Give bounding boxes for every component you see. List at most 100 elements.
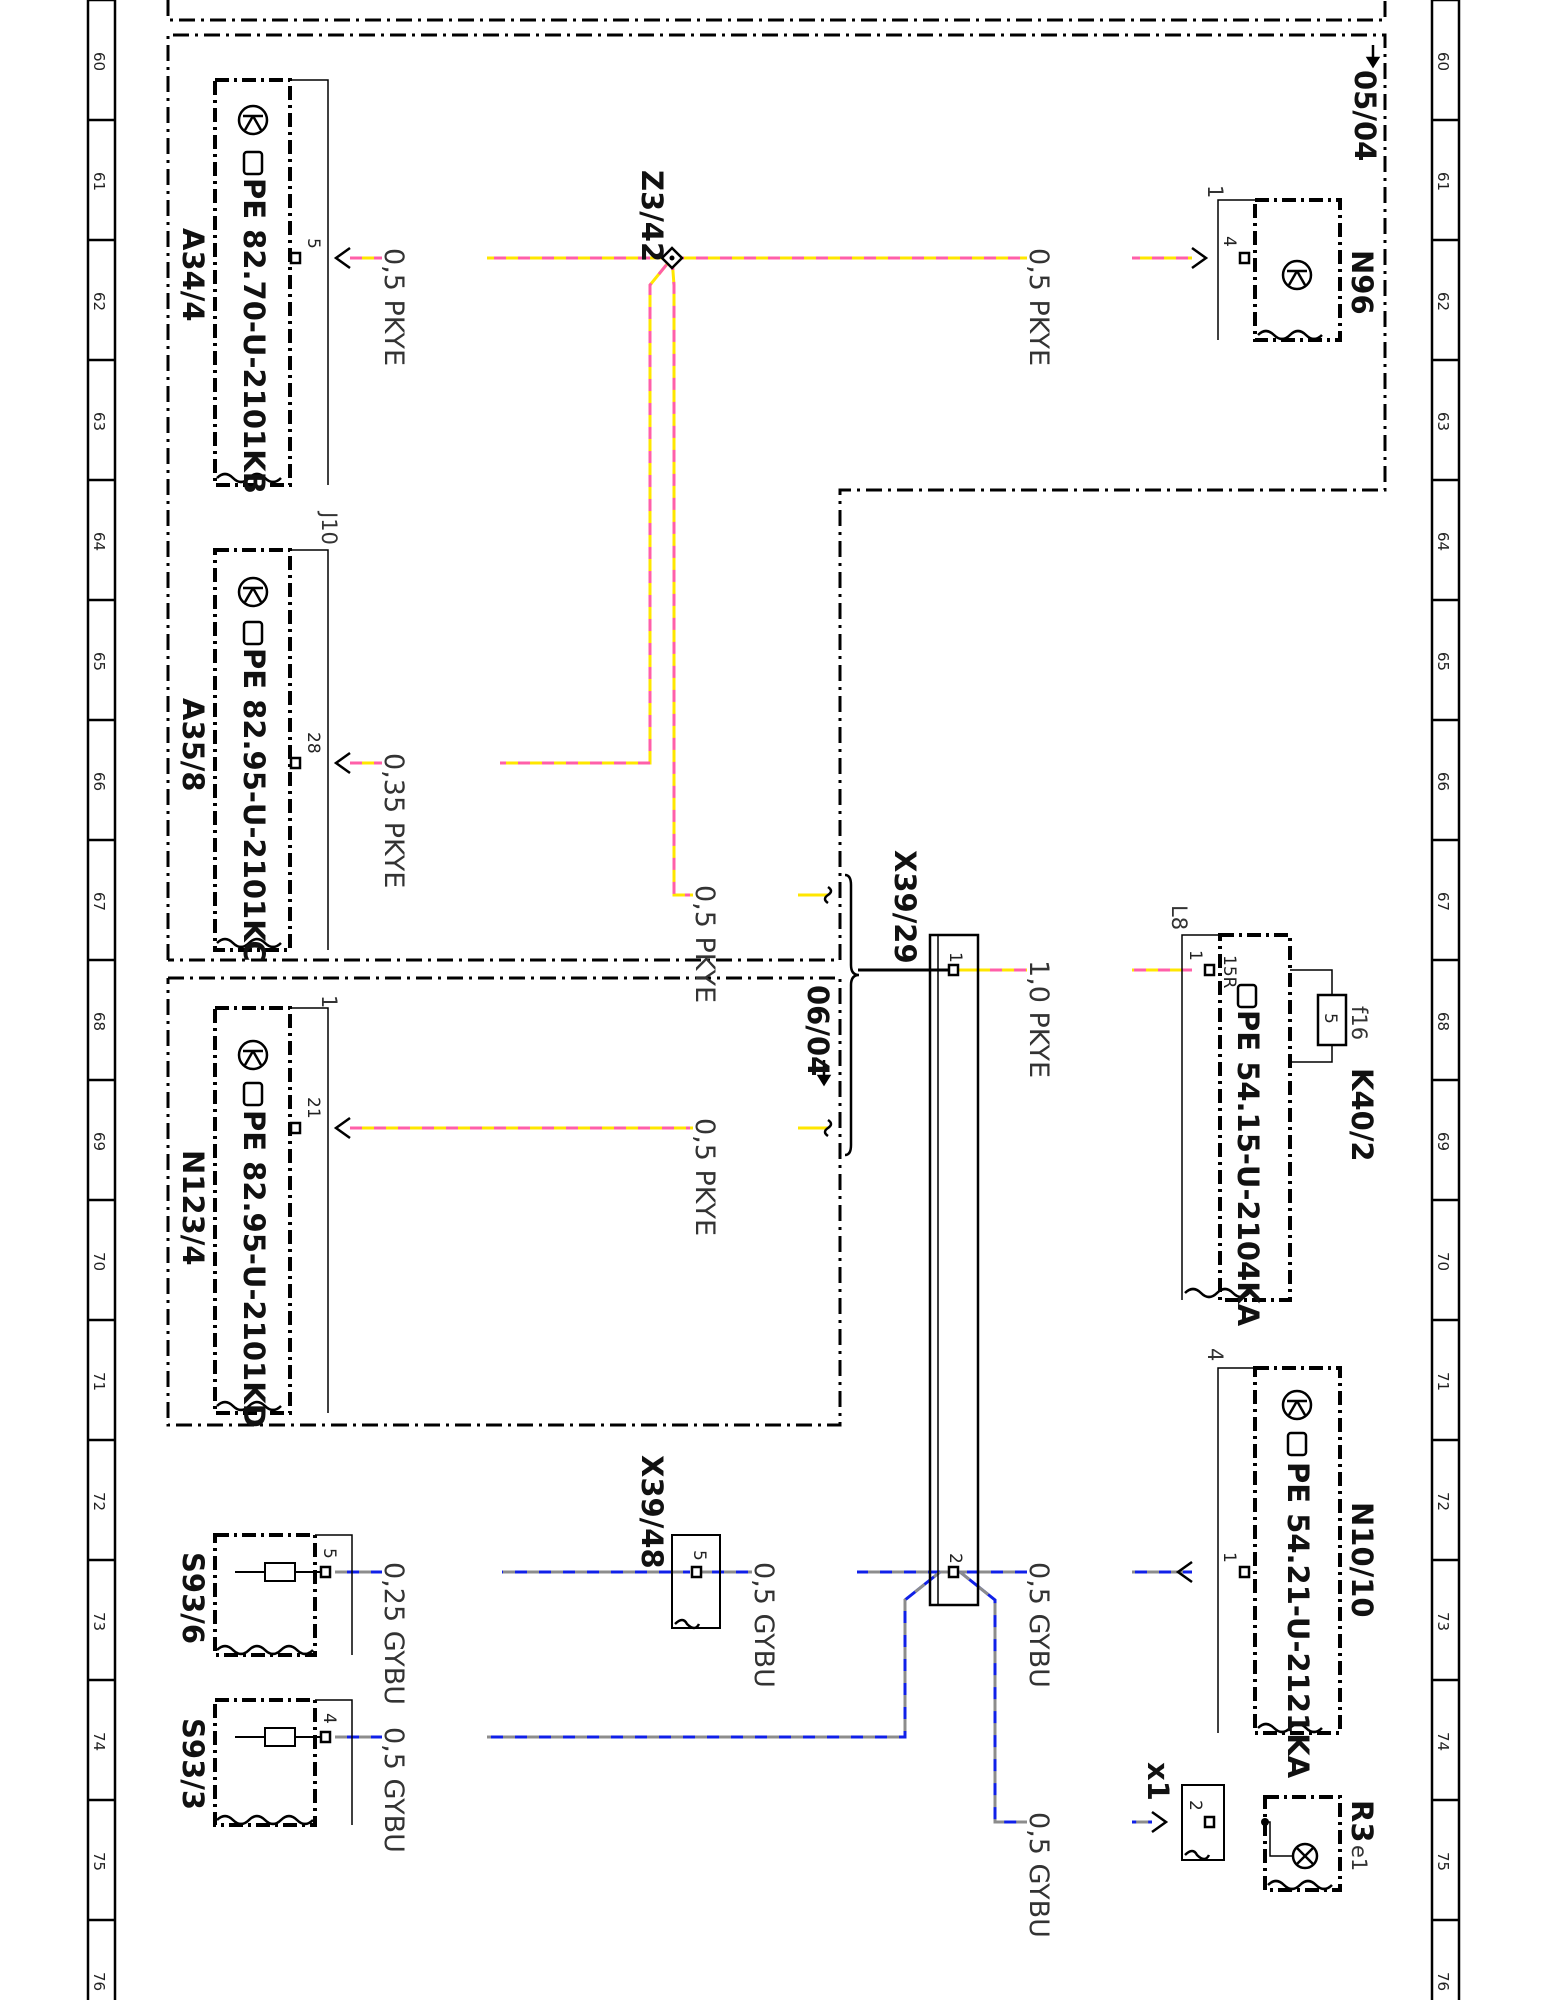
rail-number: 75: [90, 1852, 108, 1871]
rail-number: 75: [1434, 1852, 1452, 1871]
pin-number: 1: [945, 952, 965, 963]
rail-number: 60: [90, 52, 108, 71]
wire-label: 0,5 GYBU: [748, 1562, 779, 1688]
rail-number: 62: [90, 292, 108, 311]
rail-number: 64: [90, 532, 108, 551]
pe-ref-n123-4: PE 82.95-U-2101KD: [237, 1110, 271, 1428]
rail-number: 63: [90, 412, 108, 431]
pin-number: 2: [945, 1553, 965, 1564]
rail-number: 61: [90, 172, 108, 191]
left-rail: [86, 0, 117, 2000]
rail-number: 65: [90, 652, 108, 671]
rail-number: 72: [1434, 1492, 1452, 1511]
pin-number: 1: [1219, 1552, 1239, 1563]
rail-ticks: [88, 0, 1459, 1922]
rail-number: 76: [90, 1972, 108, 1991]
ref-label: 4: [1203, 1348, 1227, 1361]
component-labels: A34/4 PE 82.70-U-2101KB 5 A35/8 PE 82.95…: [176, 70, 1382, 1871]
ref-label: 1: [1203, 185, 1227, 198]
rail-number: 60: [1434, 52, 1452, 71]
pin-terminals: [289, 251, 1251, 1829]
component-id-n10-10: N10/10: [1345, 1502, 1379, 1618]
component-id-r3: R3: [1345, 1800, 1379, 1843]
rail-number: 71: [1434, 1372, 1452, 1391]
wire-pkye-x39: [670, 257, 828, 897]
ref-label: J10: [317, 510, 341, 545]
module-icons: [237, 104, 1313, 1457]
label-backgrounds: [382, 240, 1132, 1840]
wire-gybu-r3: [959, 1570, 1152, 1824]
component-id-n123-4: N123/4: [176, 1150, 210, 1266]
pin-number: 5: [303, 238, 323, 249]
rail-number: 73: [90, 1612, 108, 1631]
component-id-x1: x1: [1141, 1762, 1175, 1801]
ref-label: L8: [1167, 905, 1191, 930]
pointing-hand-icon: [242, 150, 1308, 1457]
rail-number: 66: [1434, 772, 1452, 791]
pe-ref-k40-2: PE 54.15-U-2104KA: [1231, 1010, 1265, 1327]
region-outlines: [166, 0, 1387, 1427]
pin-number: 5: [319, 1548, 339, 1559]
splice-id-z3-42: Z3/42: [635, 170, 669, 262]
fuse-label: f16: [1347, 1006, 1371, 1040]
pin-number: 4: [1219, 236, 1239, 247]
right-rail: [1430, 0, 1461, 2000]
pe-ref-a35-8: PE 82.95-U-2101KC: [237, 648, 271, 962]
component-id-a35-8: A35/8: [176, 698, 210, 792]
component-sub-r3: e1: [1347, 1845, 1371, 1871]
fuse-value: 5: [1320, 1013, 1340, 1024]
transistor-icon: [1281, 1389, 1313, 1421]
rail-number: 65: [1434, 652, 1452, 671]
rail-number: 74: [1434, 1732, 1452, 1751]
wire-label: 0,5 GYBU: [378, 1727, 409, 1853]
wire-label: 1,0 PKYE: [1023, 960, 1054, 1078]
wire-label: 0,5 PKYE: [689, 1118, 720, 1236]
rail-number: 62: [1434, 292, 1452, 311]
transistor-icon: [237, 104, 269, 136]
page-ref-top: 05/04: [1348, 70, 1382, 161]
rail-number: 74: [90, 1732, 108, 1751]
pin-number: 28: [303, 732, 323, 754]
pin-number: 21: [303, 1097, 323, 1119]
connector-id-x39-48: X39/48: [635, 1455, 669, 1569]
wire-label: 0,5 PKYE: [378, 248, 409, 366]
ref-label: 1: [317, 995, 341, 1008]
component-boxes: [213, 78, 1348, 1892]
rail-number: 76: [1434, 1972, 1452, 1991]
wire-label: 0,5 GYBU: [1023, 1562, 1054, 1688]
wire-label: 0,5 GYBU: [1023, 1812, 1054, 1938]
wire-label: 0,5 PKYE: [689, 885, 720, 1003]
pe-ref-n10-10: PE 54.21-U-2121KA: [1281, 1462, 1315, 1779]
pin-number: 15R: [1219, 955, 1239, 989]
wire-label: 0,25 GYBU: [378, 1562, 409, 1705]
transistor-icon: [237, 1039, 269, 1071]
transistor-icon: [237, 576, 269, 608]
rail-number: 68: [90, 1012, 108, 1031]
rail-number: 66: [90, 772, 108, 791]
rail-number: 70: [1434, 1252, 1452, 1271]
pin-number: 2: [1185, 1800, 1205, 1811]
rail-number: 64: [1434, 532, 1452, 551]
pin-number: 4: [319, 1713, 339, 1724]
page-ref-arrows: [816, 45, 1381, 1087]
junction-dot: [1261, 1818, 1269, 1826]
component-id-s93-3: S93/3: [176, 1718, 210, 1810]
component-id-n96: N96: [1345, 250, 1379, 315]
component-id-s93-6: S93/6: [176, 1552, 210, 1644]
transistor-icon: [1281, 259, 1313, 291]
rail-number: 69: [90, 1132, 108, 1151]
rail-number: 61: [1434, 172, 1452, 191]
wire-label: 0,35 PKYE: [378, 753, 409, 888]
rail-number: 67: [90, 892, 108, 911]
wire-labels: 0,5 PKYE 0,5 PKYE 0,35 PKYE 0,5 PKYE 0,5…: [378, 248, 1054, 1938]
component-id-a34-4: A34/4: [176, 228, 210, 322]
wire-label: 0,5 PKYE: [1023, 248, 1054, 366]
rail-number: 63: [1434, 412, 1452, 431]
rail-number: 72: [90, 1492, 108, 1511]
page-ref-mid: 06/04: [801, 985, 835, 1076]
pe-ref-a34-4: PE 82.70-U-2101KB: [237, 178, 271, 494]
rail-number: 73: [1434, 1612, 1452, 1631]
rail-number: 68: [1434, 1012, 1452, 1031]
